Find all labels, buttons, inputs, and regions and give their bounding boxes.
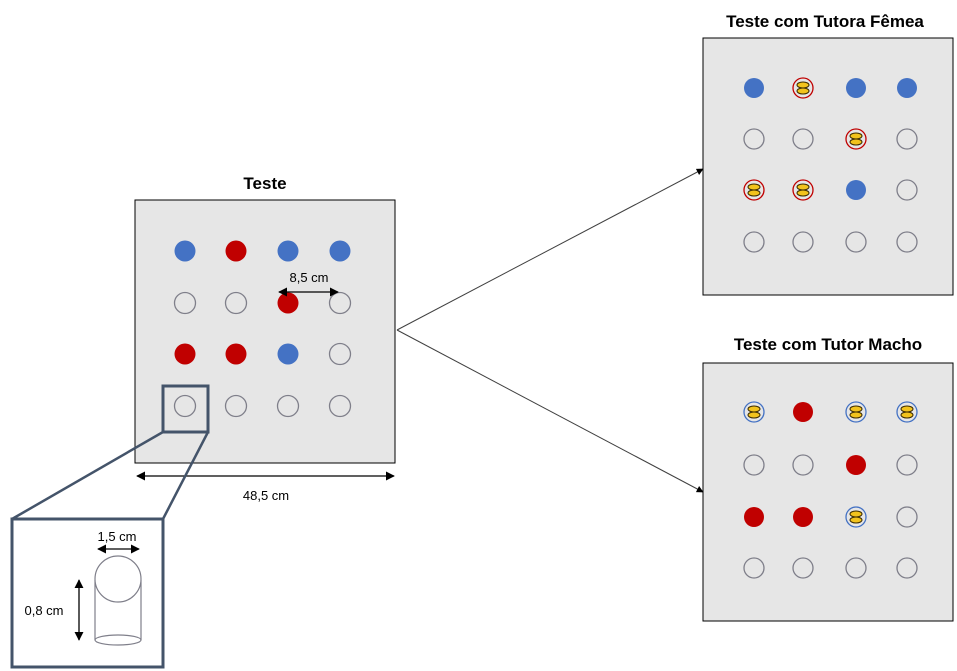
well-empty — [328, 291, 352, 315]
well-empty — [896, 506, 918, 528]
spacing-label: 8,5 cm — [289, 270, 328, 285]
well-red — [846, 455, 866, 475]
well-empty — [896, 231, 918, 253]
well-empty — [743, 557, 765, 579]
well-red — [744, 507, 764, 527]
well-empty — [896, 557, 918, 579]
well-red — [225, 343, 247, 365]
well-blue — [277, 240, 299, 262]
well-empty — [224, 394, 248, 418]
main-panel — [134, 199, 396, 464]
width-label: 48,5 cm — [243, 488, 289, 503]
arrow-to-male-panel — [396, 329, 704, 493]
zoom-highlight-box — [161, 384, 210, 434]
well-empty — [328, 394, 352, 418]
well-blue — [846, 180, 866, 200]
well-red — [225, 240, 247, 262]
well-red — [793, 507, 813, 527]
food-icon — [747, 183, 761, 197]
well-empty — [743, 231, 765, 253]
depth-label: 0,8 cm — [24, 603, 63, 618]
food-icon — [747, 405, 761, 419]
well-blue-food — [743, 401, 765, 423]
well-empty — [173, 291, 197, 315]
male-panel-title: Teste com Tutor Macho — [734, 335, 922, 354]
food-icon — [849, 510, 863, 524]
food-icon — [796, 81, 810, 95]
male-panel-grid — [743, 401, 918, 579]
food-icon — [796, 183, 810, 197]
main-panel-grid — [173, 240, 352, 418]
female-panel — [702, 37, 954, 296]
well-empty — [792, 454, 814, 476]
well-empty — [792, 231, 814, 253]
well-blue-food — [845, 401, 867, 423]
female-panel-grid — [743, 77, 918, 253]
well-red-food — [792, 179, 814, 201]
well-empty — [896, 179, 918, 201]
well-blue — [846, 78, 866, 98]
well-red — [793, 402, 813, 422]
well-blue — [744, 78, 764, 98]
well-empty — [276, 394, 300, 418]
well-empty — [743, 454, 765, 476]
well-red — [174, 343, 196, 365]
well-empty — [845, 557, 867, 579]
well-blue-food — [896, 401, 918, 423]
food-icon — [849, 405, 863, 419]
well-blue — [897, 78, 917, 98]
food-icon — [900, 405, 914, 419]
well-blue-food — [845, 506, 867, 528]
well-empty — [792, 557, 814, 579]
well-red-food — [743, 179, 765, 201]
well-empty — [845, 231, 867, 253]
well-detail-box — [10, 517, 165, 669]
well-cylinder — [94, 555, 142, 646]
well-empty — [328, 342, 352, 366]
female-panel-title: Teste com Tutora Fêmea — [726, 12, 924, 31]
food-icon — [849, 132, 863, 146]
well-empty — [224, 291, 248, 315]
well-empty — [743, 128, 765, 150]
well-empty — [896, 128, 918, 150]
well-blue — [329, 240, 351, 262]
diameter-label: 1,5 cm — [97, 529, 136, 544]
well-red — [277, 292, 299, 314]
well-empty — [792, 128, 814, 150]
well-blue — [174, 240, 196, 262]
well-empty — [173, 394, 197, 418]
well-red-food — [792, 77, 814, 99]
zoom-connector-left — [11, 430, 164, 521]
well-empty — [896, 454, 918, 476]
well-red-food — [845, 128, 867, 150]
zoom-connector-right — [161, 431, 210, 520]
arrow-to-female-panel — [396, 168, 704, 331]
male-panel — [702, 362, 954, 622]
well-blue — [277, 343, 299, 365]
main-panel-title: Teste — [243, 174, 286, 193]
